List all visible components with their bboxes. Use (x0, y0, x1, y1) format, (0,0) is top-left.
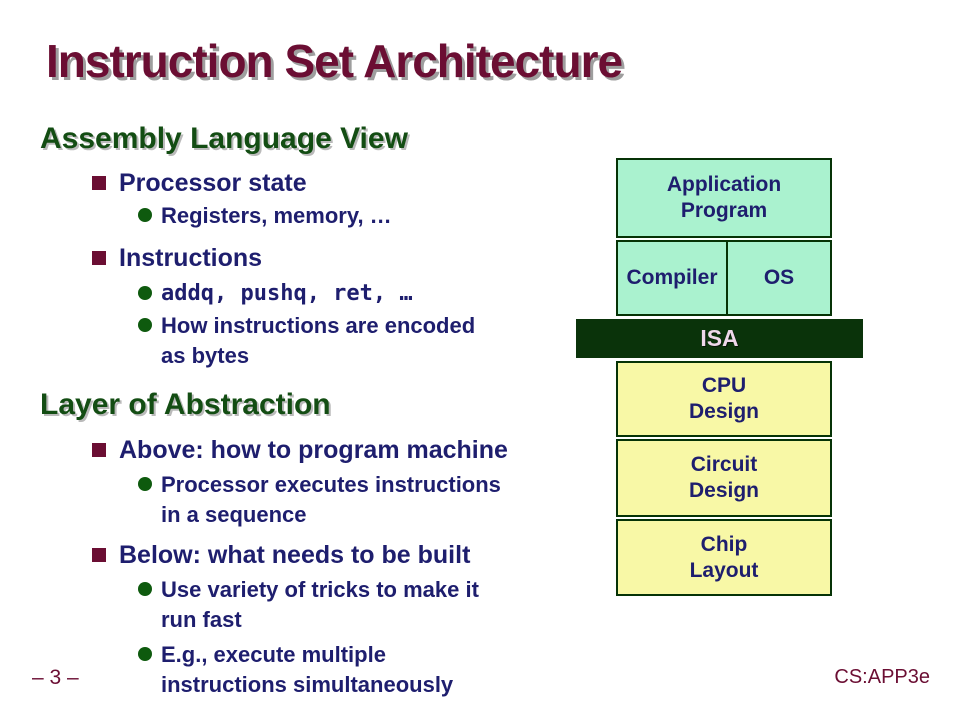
bullet-item-instructions: Instructions (92, 243, 262, 274)
diagram-box-cpu-design: CPU Design (616, 361, 832, 437)
square-bullet-icon (92, 251, 106, 265)
subbullet-label: Registers, memory, … (161, 203, 392, 228)
bullet-item-processor-state: Processor state (92, 168, 307, 199)
circle-bullet-icon (138, 582, 152, 596)
subbullet-label: Processor executes instructions in a seq… (161, 472, 501, 527)
circle-bullet-icon (138, 208, 152, 222)
diagram-box-application-program: Application Program (616, 158, 832, 238)
diagram-box-circuit-design: Circuit Design (616, 439, 832, 517)
subbullet-label-code: addq, pushq, ret, … (161, 281, 413, 306)
subbullet-label: Use variety of tricks to make it run fas… (161, 577, 479, 632)
subbullet-use-variety-of-tricks: Use variety of tricks to make it run fas… (138, 575, 479, 635)
diagram-cell-os: OS (763, 266, 795, 289)
footer-course-label: CS:APP3e (834, 666, 930, 688)
diagram-box-compiler-os: Compiler OS (616, 240, 832, 316)
square-bullet-icon (92, 443, 106, 457)
subbullet-addq-pushq-ret: addq, pushq, ret, … (138, 279, 413, 309)
subbullet-how-instructions-encoded: How instructions are encoded as bytes (138, 311, 475, 371)
bullet-item-label: Processor state (119, 169, 307, 197)
page-number: – 3 – (32, 666, 79, 689)
bullet-item-label: Instructions (119, 244, 263, 272)
diagram-isa-bar: ISA (576, 319, 863, 358)
subbullet-label: How instructions are encoded as bytes (161, 313, 476, 368)
subbullet-execute-multiple: E.g., execute multiple instructions simu… (138, 640, 453, 700)
bullet-item-label: Above: how to program machine (119, 436, 508, 464)
bullet-item-above: Above: how to program machine (92, 435, 508, 466)
subbullet-processor-executes: Processor executes instructions in a seq… (138, 470, 501, 530)
section-heading-layer-of-abstraction: Layer of Abstraction (40, 388, 331, 421)
square-bullet-icon (92, 176, 106, 190)
bullet-item-below: Below: what needs to be built (92, 540, 470, 571)
circle-bullet-icon (138, 647, 152, 661)
diagram-cell-compiler: Compiler (618, 242, 728, 314)
section-heading-assembly-language-view: Assembly Language View (40, 122, 408, 155)
square-bullet-icon (92, 548, 106, 562)
subbullet-registers-memory: Registers, memory, … (138, 201, 392, 231)
circle-bullet-icon (138, 477, 152, 491)
circle-bullet-icon (138, 318, 152, 332)
circle-bullet-icon (138, 286, 152, 300)
slide-title: Instruction Set Architecture (46, 35, 623, 87)
subbullet-label: E.g., execute multiple instructions simu… (161, 642, 454, 697)
bullet-item-label: Below: what needs to be built (119, 541, 471, 569)
diagram-box-chip-layout: Chip Layout (616, 519, 832, 596)
